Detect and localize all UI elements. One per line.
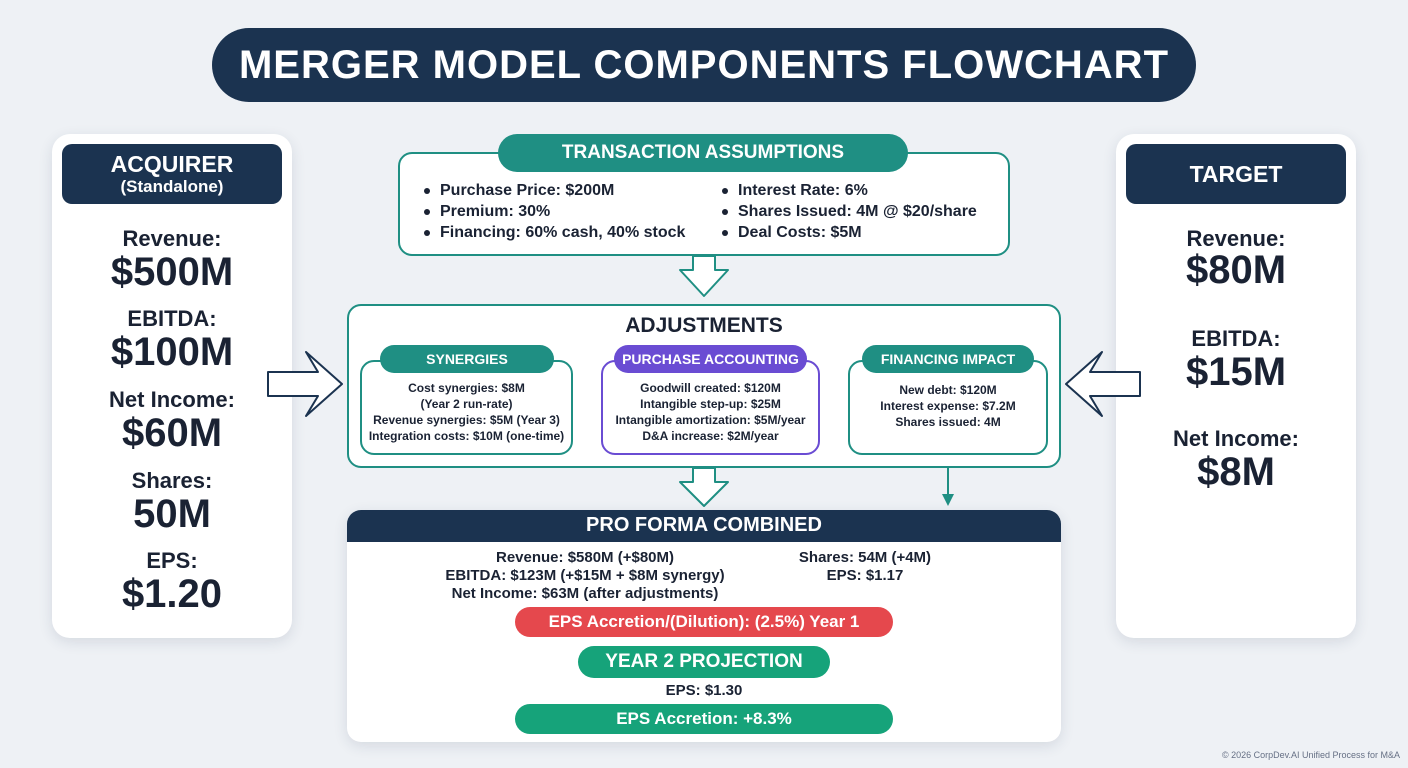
- acquirer-to-adjustments-arrow: [267, 351, 343, 417]
- target-revenue-label: Revenue:: [1186, 226, 1286, 251]
- acquirer-shares-value: 50M: [133, 492, 211, 536]
- pro-forma-line: Revenue: $580M (+$80M): [496, 549, 674, 566]
- transaction-item: Shares Issued: 4M @ $20/share: [720, 201, 1000, 222]
- acquirer-eps-label: EPS:: [146, 548, 198, 573]
- purchase-accounting-line: Intangible amortization: $5M/year: [615, 413, 806, 427]
- target-header: TARGET: [1126, 144, 1346, 204]
- target-net-income-value: $8M: [1197, 450, 1275, 494]
- target-to-adjustments-arrow: [1065, 351, 1141, 417]
- footer-copyright: © 2026 CorpDev.AI Unified Process for M&…: [1221, 750, 1400, 760]
- acquirer-net-income-value: $60M: [121, 411, 223, 455]
- transaction-left-list: Purchase Price: $200M Premium: 30% Finan…: [422, 180, 712, 243]
- acquirer-shares-label: Shares:: [131, 468, 213, 493]
- acquirer-eps-value: $1.20: [121, 572, 223, 616]
- transaction-item: Purchase Price: $200M: [422, 180, 712, 201]
- synergies-line: Cost synergies: $8M: [408, 381, 525, 395]
- acquirer-title: ACQUIRER: [110, 151, 234, 177]
- transaction-item: Interest Rate: 6%: [720, 180, 1000, 201]
- synergies-title: SYNERGIES: [380, 345, 554, 373]
- target-ebitda-value: $15M: [1185, 350, 1287, 394]
- pro-forma-line: EPS: $1.17: [826, 567, 904, 584]
- target-card: TARGET Revenue: $80M EBITDA: $15M Net In…: [1116, 134, 1356, 638]
- pro-forma-line: Shares: 54M (+4M): [798, 549, 932, 566]
- transaction-item: Deal Costs: $5M: [720, 222, 1000, 243]
- acquirer-revenue-value: $500M: [110, 250, 234, 294]
- synergies-line: Integration costs: $10M (one-time): [368, 429, 565, 443]
- financing-line: New debt: $120M: [899, 383, 997, 397]
- acquirer-ebitda-label: EBITDA:: [127, 306, 217, 331]
- transaction-item: Premium: 30%: [422, 201, 712, 222]
- target-net-income-label: Net Income:: [1173, 426, 1299, 451]
- pro-forma-right-lines: Shares: 54M (+4M) EPS: $1.17: [770, 549, 960, 585]
- transaction-to-adjustments-arrow: [679, 255, 729, 297]
- pro-forma-line: EBITDA: $123M (+$15M + $8M synergy): [445, 567, 725, 584]
- purchase-accounting-details: Goodwill created: $120M Intangible step-…: [603, 380, 818, 444]
- eps-accretion-badge: EPS Accretion: +8.3%: [515, 704, 893, 734]
- financing-impact-details: New debt: $120M Interest expense: $7.2M …: [850, 382, 1046, 430]
- adjustments-title: ADJUSTMENTS: [625, 314, 783, 337]
- acquirer-revenue-label: Revenue:: [122, 226, 222, 251]
- financing-impact-title: FINANCING IMPACT: [862, 345, 1034, 373]
- pro-forma-line: Net Income: $63M (after adjustments): [451, 585, 719, 602]
- pro-forma-header: [347, 510, 1061, 542]
- acquirer-net-income-label: Net Income:: [109, 387, 235, 412]
- purchase-accounting-box: [601, 360, 820, 455]
- transaction-right-list: Interest Rate: 6% Shares Issued: 4M @ $2…: [720, 180, 1000, 243]
- purchase-accounting-title: PURCHASE ACCOUNTING: [614, 345, 807, 373]
- adjustments-to-proforma-arrow: [679, 467, 729, 507]
- purchase-accounting-line: Goodwill created: $120M: [640, 381, 781, 395]
- acquirer-header: ACQUIRER (Standalone): [62, 144, 282, 204]
- target-revenue-value: $80M: [1185, 248, 1287, 292]
- synergies-details: Cost synergies: $8M (Year 2 run-rate) Re…: [362, 380, 571, 444]
- year2-eps: EPS: $1.30: [665, 682, 743, 699]
- transaction-assumptions-title: TRANSACTION ASSUMPTIONS: [498, 134, 908, 172]
- financing-line: Interest expense: $7.2M: [880, 399, 1016, 413]
- acquirer-ebitda-value: $100M: [110, 330, 234, 374]
- synergies-line: Revenue synergies: $5M (Year 3): [373, 413, 560, 427]
- purchase-accounting-line: Intangible step-up: $25M: [640, 397, 781, 411]
- pro-forma-left-lines: Revenue: $580M (+$80M) EBITDA: $123M (+$…: [420, 549, 750, 603]
- pro-forma-title: PRO FORMA COMBINED: [586, 514, 822, 536]
- eps-dilution-badge: EPS Accretion/(Dilution): (2.5%) Year 1: [515, 607, 893, 637]
- page-title: MERGER MODEL COMPONENTS FLOWCHART: [212, 28, 1196, 102]
- synergies-line: (Year 2 run-rate): [420, 397, 513, 411]
- transaction-item: Financing: 60% cash, 40% stock: [422, 222, 712, 243]
- financing-impact-box: [848, 360, 1048, 455]
- financing-line: Shares issued: 4M: [895, 415, 1001, 429]
- target-title: TARGET: [1189, 160, 1283, 187]
- year2-projection-title: YEAR 2 PROJECTION: [578, 646, 830, 678]
- acquirer-subtitle: (Standalone): [120, 177, 224, 196]
- acquirer-card: ACQUIRER (Standalone) Revenue: $500M EBI…: [52, 134, 292, 638]
- purchase-accounting-line: D&A increase: $2M/year: [642, 429, 779, 443]
- target-ebitda-label: EBITDA:: [1191, 326, 1281, 351]
